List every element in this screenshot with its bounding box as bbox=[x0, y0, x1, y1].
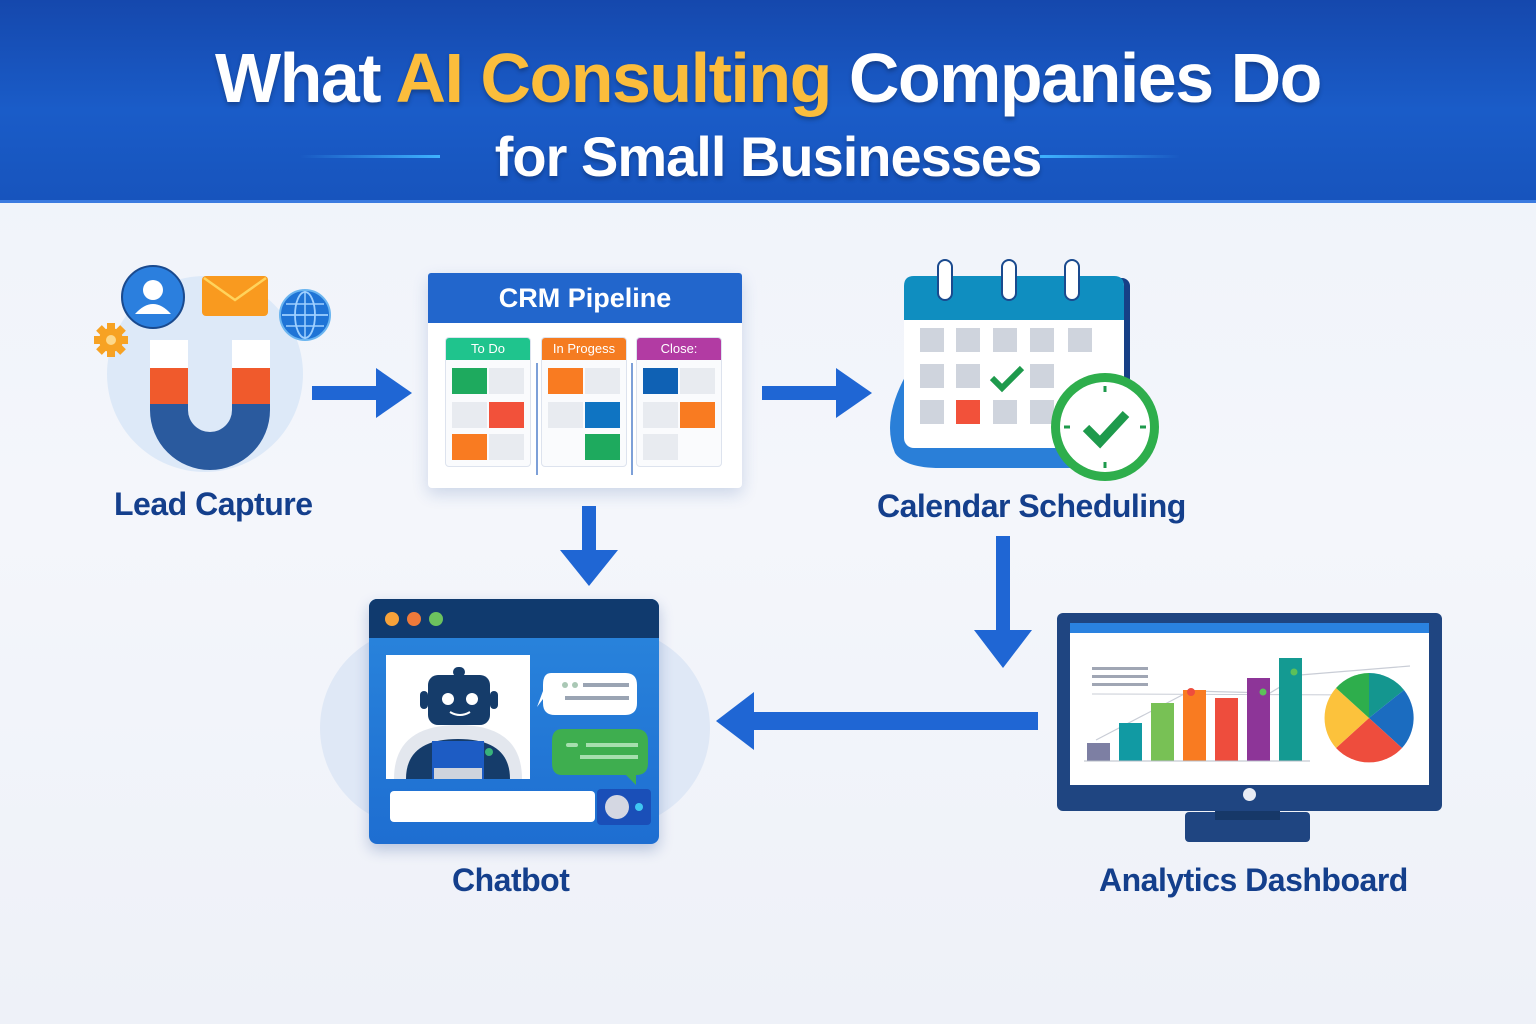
chat-bubble-outgoing-icon bbox=[552, 729, 648, 785]
title-suffix: Companies Do bbox=[830, 39, 1323, 117]
title-highlight: AI Consulting bbox=[395, 39, 832, 117]
arrow-down-icon bbox=[560, 506, 618, 586]
magnet-icon bbox=[150, 340, 270, 470]
chat-message-input[interactable] bbox=[390, 791, 595, 822]
crm-column-header: Close: bbox=[637, 338, 721, 360]
subtitle-rule-right bbox=[1040, 155, 1180, 158]
page-title: What AI Consulting Companies Do bbox=[0, 38, 1536, 118]
chatbot-window bbox=[369, 599, 659, 844]
arrow-down-icon bbox=[974, 536, 1032, 668]
chatbot-titlebar bbox=[369, 599, 659, 638]
arrow-right-icon bbox=[762, 368, 872, 418]
subtitle-rule-left bbox=[300, 155, 440, 158]
arrow-left-icon bbox=[716, 692, 1038, 750]
page-subtitle: for Small Businesses bbox=[494, 125, 1042, 188]
lead-capture-label: Lead Capture bbox=[114, 486, 313, 522]
gear-icon bbox=[94, 323, 128, 357]
crm-title: CRM Pipeline bbox=[428, 273, 742, 323]
crm-divider bbox=[536, 363, 538, 475]
crm-column-todo: To Do bbox=[445, 337, 531, 467]
chat-send-button[interactable] bbox=[597, 789, 651, 825]
bar-chart-icon bbox=[1084, 658, 1411, 762]
crm-column-header: To Do bbox=[446, 338, 530, 360]
envelope-icon bbox=[202, 276, 268, 316]
analytics-dashboard-label: Analytics Dashboard bbox=[1099, 862, 1408, 898]
node-calendar-scheduling bbox=[880, 258, 1165, 488]
crm-column-in-progress: In Progess bbox=[541, 337, 627, 467]
header-banner: What AI Consulting Companies Do for Smal… bbox=[0, 0, 1536, 203]
pie-chart-icon bbox=[1324, 673, 1414, 763]
globe-icon bbox=[279, 289, 331, 341]
user-icon bbox=[121, 265, 185, 329]
crm-divider bbox=[631, 363, 633, 475]
crm-column-header: In Progess bbox=[542, 338, 626, 360]
chat-bubble-incoming-icon bbox=[537, 673, 637, 715]
clock-check-icon bbox=[1051, 373, 1159, 481]
node-crm-pipeline: CRM Pipeline To Do In Progess Close: bbox=[428, 273, 742, 488]
calendar-scheduling-label: Calendar Scheduling bbox=[877, 488, 1186, 524]
robot-avatar-icon bbox=[386, 655, 530, 779]
dashboard-screen bbox=[1070, 623, 1429, 785]
crm-column-close: Close: bbox=[636, 337, 722, 467]
arrow-right-icon bbox=[312, 368, 412, 418]
title-prefix: What bbox=[215, 39, 396, 117]
chatbot-label: Chatbot bbox=[452, 862, 570, 898]
